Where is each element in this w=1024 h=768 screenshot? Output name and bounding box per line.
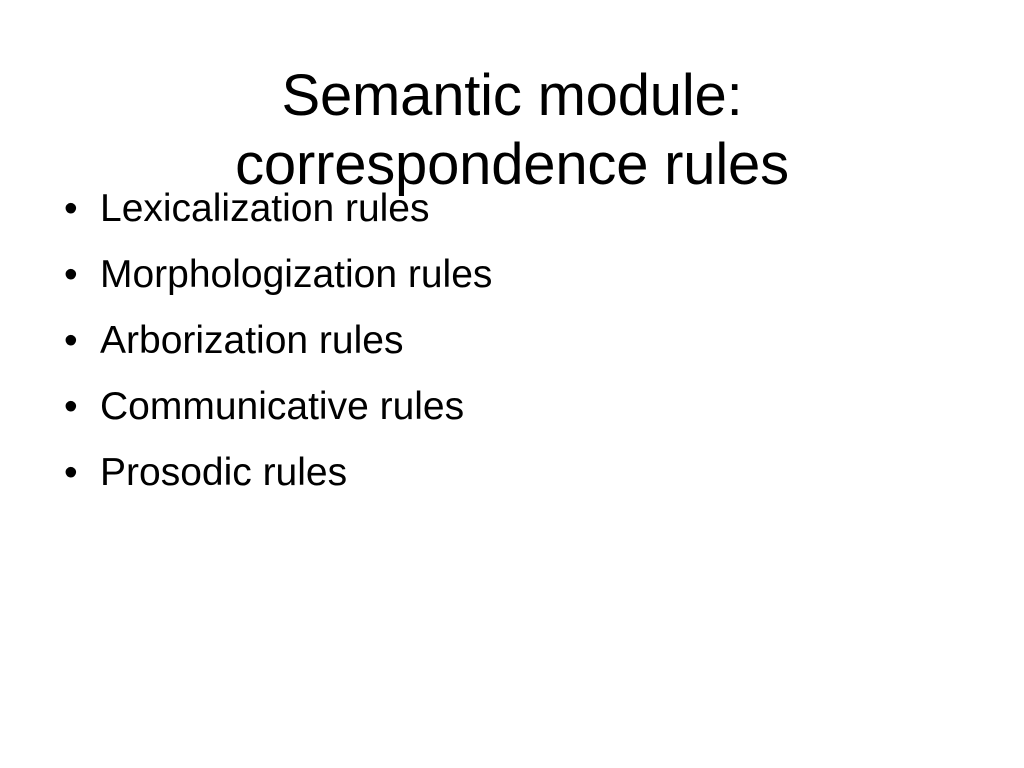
- bullet-point-icon: •: [64, 187, 78, 230]
- bullet-point-icon: •: [64, 451, 78, 494]
- bullet-point-icon: •: [64, 253, 78, 296]
- list-item: • Arborization rules: [56, 318, 968, 384]
- list-item-label: Morphologization rules: [100, 253, 493, 296]
- list-item: • Communicative rules: [56, 384, 968, 450]
- list-item-label: Arborization rules: [100, 319, 404, 362]
- slide-title: Semantic module: correspondence rules: [235, 62, 789, 197]
- list-item-label: Communicative rules: [100, 385, 465, 428]
- list-item-label: Lexicalization rules: [100, 187, 430, 230]
- list-item: • Lexicalization rules: [56, 186, 968, 252]
- bullet-point-icon: •: [64, 319, 78, 362]
- list-item-label: Prosodic rules: [100, 451, 348, 494]
- list-item: • Morphologization rules: [56, 252, 968, 318]
- bullet-list: • Lexicalization rules • Morphologizatio…: [56, 186, 968, 516]
- bullet-point-icon: •: [64, 385, 78, 428]
- list-item: • Prosodic rules: [56, 450, 968, 516]
- slide-body-content: • Lexicalization rules • Morphologizatio…: [56, 186, 968, 516]
